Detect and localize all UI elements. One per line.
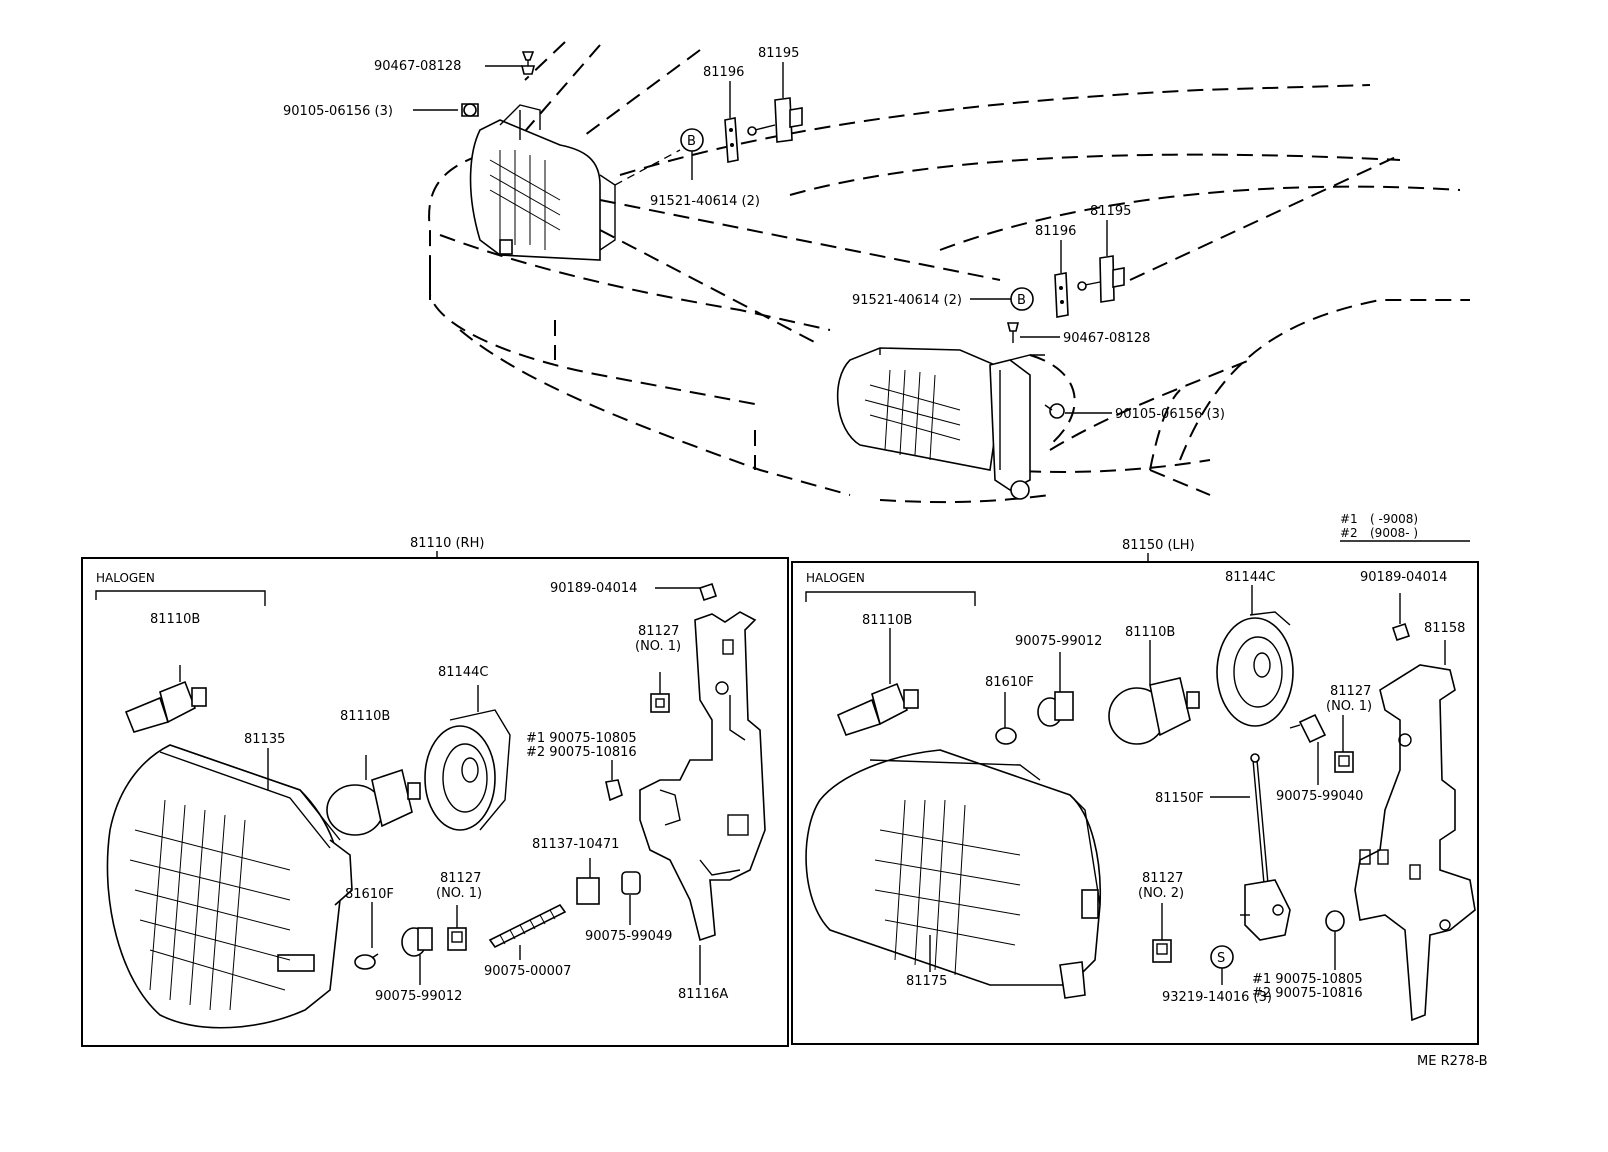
legend-row2-key: #2	[1340, 526, 1358, 540]
marker-b-lh: B	[1017, 293, 1026, 308]
marker-b-rh: B	[687, 134, 696, 149]
rh-label-grommet: 90075-99012	[375, 989, 462, 1004]
lh-label-retainer-2: #2 90075-10816	[1252, 986, 1363, 1001]
label-rh-bracket-b: 81196	[703, 65, 744, 80]
rh-panel: HALOGEN	[81, 557, 789, 1047]
lh-small-bulb	[1108, 640, 1200, 745]
lh-panel: HALOGEN	[791, 561, 1479, 1045]
rh-label-bracket: 81116A	[678, 987, 728, 1002]
legend-row1-value: ( -9008)	[1370, 512, 1418, 526]
lh-label-rod: 81150F	[1155, 791, 1204, 806]
rh-halogen-label: HALOGEN	[96, 571, 155, 585]
rh-label-cap: 81144C	[438, 665, 488, 680]
legend-row2-value: (9008- )	[1370, 526, 1418, 540]
rh-headlamp-installed	[469, 104, 616, 261]
lh-label-lens: 81175	[906, 974, 947, 989]
legend-row1-key: #1	[1340, 512, 1358, 526]
lh-bracket	[1354, 640, 1476, 1022]
lh-lens	[805, 749, 1102, 999]
lh-label-grommet-right: 90075-99040	[1276, 789, 1363, 804]
rh-label-retainer-2: #2 90075-10816	[526, 745, 637, 760]
lh-label-socket: 81127	[1330, 684, 1371, 699]
lh-headlamp-installed	[836, 347, 1045, 500]
lh-label-clip-top: 90189-04014	[1360, 570, 1447, 585]
label-lh-clip: 90467-08128	[1063, 331, 1150, 346]
lh-marker-s: S	[1217, 951, 1225, 966]
rh-label-clip-top: 90189-04014	[550, 581, 637, 596]
lh-label-socket-sub: (NO. 1)	[1326, 699, 1372, 714]
label-lh-screw: 91521-40614 (2)	[852, 293, 962, 308]
lh-label-bulb-small: 81110B	[1125, 625, 1175, 640]
lh-cap	[1216, 585, 1294, 727]
lh-label-cap: 81144C	[1225, 570, 1275, 585]
rh-label-cap-small: 90075-99049	[585, 929, 672, 944]
rh-label-bulb-main: 81110B	[150, 612, 200, 627]
rh-label-retainer-1: #1 90075-10805	[526, 731, 637, 746]
rh-label-lens: 81135	[244, 732, 285, 747]
rh-bracket	[639, 611, 766, 985]
lh-label-retainer-1: #1 90075-10805	[1252, 972, 1363, 987]
rh-main-bulb	[124, 665, 207, 733]
lh-label-socket-no2: 81127	[1142, 871, 1183, 886]
rh-label-socket: 81127	[440, 871, 481, 886]
rh-label-socket-top-sub: (NO. 1)	[635, 639, 681, 654]
top-lh-parts: B	[1006, 255, 1125, 419]
lh-main-bulb	[836, 628, 919, 736]
figure-code: ME R278-B	[1417, 1054, 1488, 1069]
top-rh-parts: B	[461, 51, 803, 186]
lh-label-bulb-main: 81110B	[862, 613, 912, 628]
rh-panel-title: 81110 (RH)	[410, 536, 484, 551]
lh-label-grommet-top: 90075-99012	[1015, 634, 1102, 649]
lh-label-bracket: 81158	[1424, 621, 1465, 636]
lh-panel-title: 81150 (LH)	[1122, 538, 1195, 553]
label-lh-nut: 90105-06156 (3)	[1115, 407, 1225, 422]
label-rh-clip: 90467-08128	[374, 59, 461, 74]
lh-label-screw-s: 93219-14016 (3)	[1162, 990, 1272, 1005]
rh-label-bulb-small: 81110B	[340, 709, 390, 724]
rh-label-adjuster: 81137-10471	[532, 837, 619, 852]
label-rh-nut: 90105-06156 (3)	[283, 104, 393, 119]
lh-label-socket-no2-sub: (NO. 2)	[1138, 886, 1184, 901]
legend: #1 ( -9008) #2 (9008- )	[1340, 512, 1470, 542]
rh-small-bulb	[326, 755, 421, 836]
label-rh-bracket-a: 81195	[758, 46, 799, 61]
top-labels: 90467-08128 90105-06156 (3) 81195 81196 …	[283, 46, 1225, 422]
rh-label-socket-sub: (NO. 1)	[436, 886, 482, 901]
lh-label-bulb-side: 81610F	[985, 675, 1034, 690]
rh-label-screw-long: 90075-00007	[484, 964, 571, 979]
rh-lens	[106, 744, 353, 1029]
rh-label-bulb-side: 81610F	[345, 887, 394, 902]
label-rh-screw: 91521-40614 (2)	[650, 194, 760, 209]
label-lh-bracket-b: 81196	[1035, 224, 1076, 239]
rh-cap	[424, 685, 511, 831]
lh-halogen-label: HALOGEN	[806, 571, 865, 585]
label-lh-bracket-a: 81195	[1090, 204, 1131, 219]
rh-label-socket-top: 81127	[638, 624, 679, 639]
